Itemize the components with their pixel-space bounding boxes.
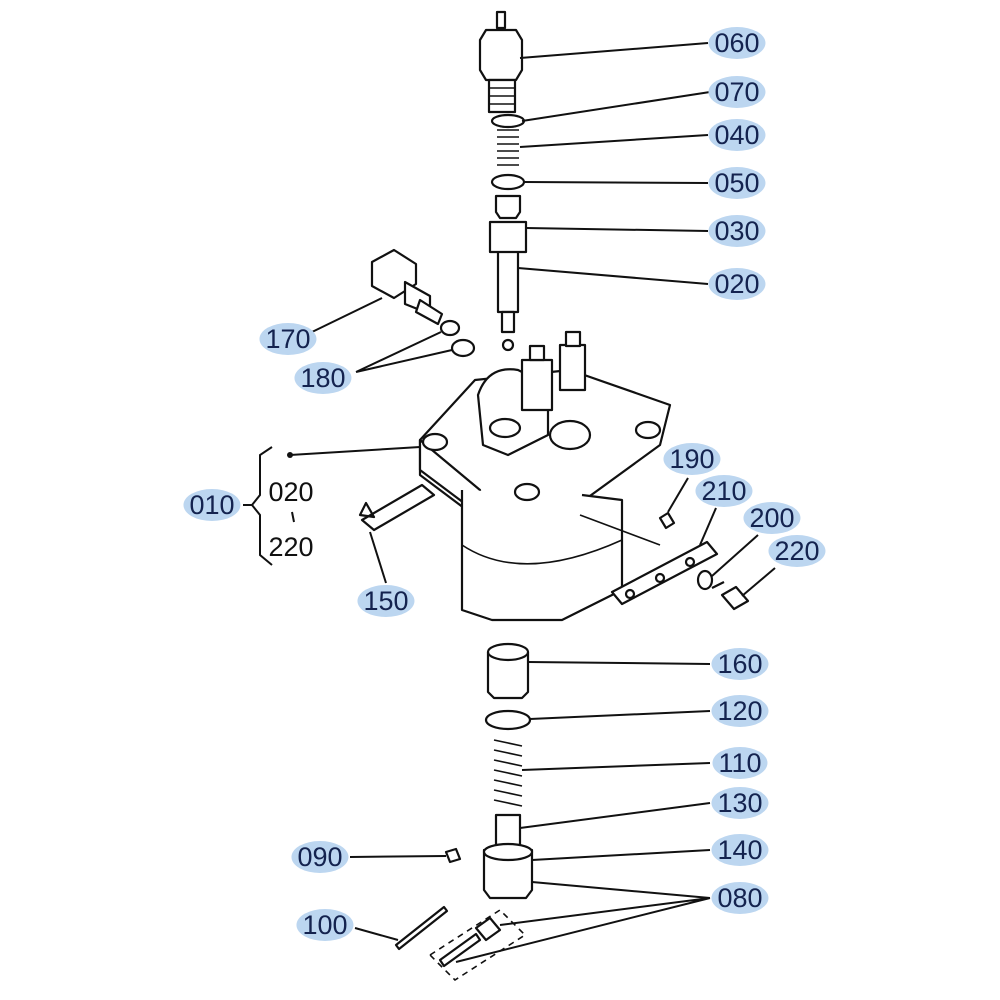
callout-020[interactable]: 020 — [708, 268, 766, 300]
roller-080 — [438, 916, 502, 968]
callout-030[interactable]: 030 — [708, 215, 766, 247]
callout-120[interactable]: 120 — [711, 695, 769, 727]
plug-170 — [370, 248, 444, 326]
assembly-range-from: 020 — [268, 477, 314, 507]
callout-130[interactable]: 130 — [711, 787, 769, 819]
gasket-050 — [490, 173, 526, 191]
washer-120 — [484, 709, 532, 731]
valve-seat-020 — [488, 220, 528, 314]
washer-180a — [439, 319, 461, 337]
callout-060[interactable]: 060 — [708, 27, 766, 59]
pin-090 — [444, 847, 462, 864]
valve-tip — [500, 310, 516, 334]
callout-190[interactable]: 190 — [663, 443, 721, 475]
o-ring-070 — [490, 113, 526, 129]
callout-070[interactable]: 070 — [708, 76, 766, 108]
assembly-range-to: 220 — [268, 532, 314, 562]
ball — [501, 338, 515, 352]
callout-220[interactable]: 220 — [768, 535, 826, 567]
callout-110[interactable]: 110 — [712, 747, 768, 779]
pump-body-010 — [418, 330, 672, 622]
delivery-valve-holder-060 — [478, 10, 524, 114]
callout-140[interactable]: 140 — [711, 834, 769, 866]
washer-200 — [696, 569, 714, 591]
callout-160[interactable]: 160 — [711, 648, 769, 680]
leader-lines — [311, 42, 776, 963]
callout-050[interactable]: 050 — [708, 167, 766, 199]
spring-040 — [497, 129, 519, 166]
callout-040[interactable]: 040 — [708, 119, 766, 151]
pin-100 — [394, 905, 449, 951]
screw-190 — [658, 511, 676, 530]
valve-030 — [494, 194, 522, 220]
callout-010[interactable]: 010 — [183, 489, 241, 521]
washer-180b — [450, 338, 476, 358]
callout-200[interactable]: 200 — [743, 502, 801, 534]
callout-080[interactable]: 080 — [711, 882, 769, 914]
pin-150 — [358, 483, 436, 532]
seat-130 — [494, 813, 522, 847]
bolt-220 — [711, 581, 750, 611]
callout-150[interactable]: 150 — [357, 585, 415, 617]
callout-180[interactable]: 180 — [294, 362, 352, 394]
callout-170[interactable]: 170 — [259, 323, 317, 355]
callout-100[interactable]: 100 — [296, 909, 354, 941]
callout-090[interactable]: 090 — [291, 841, 349, 873]
callout-210[interactable]: 210 — [695, 475, 753, 507]
spring-110 — [493, 739, 523, 807]
